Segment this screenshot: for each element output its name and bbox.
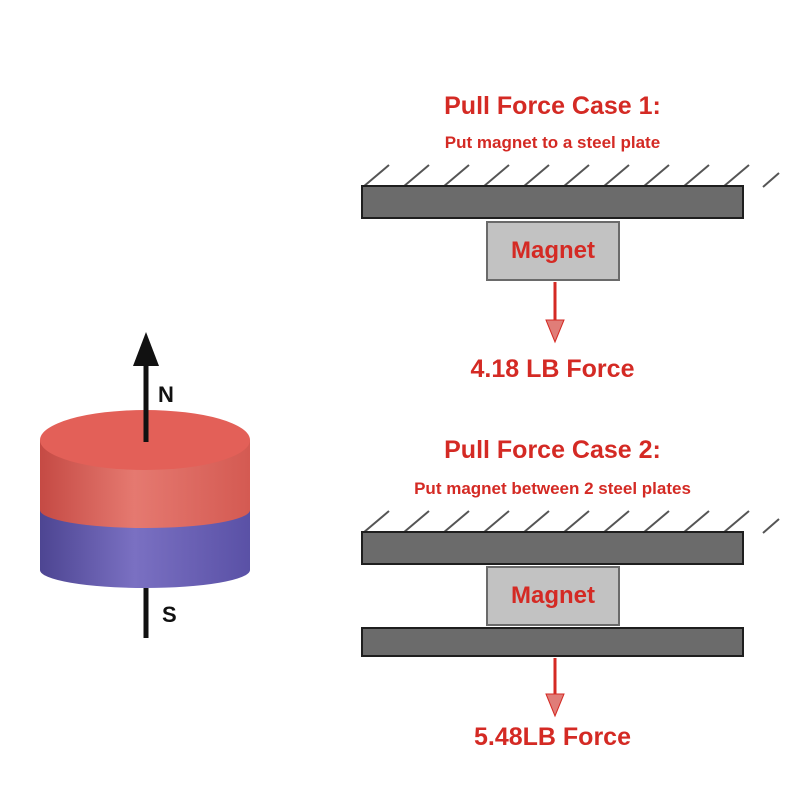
case2-title: Pull Force Case 2: bbox=[444, 436, 661, 464]
north-arrow-head bbox=[133, 332, 159, 366]
case2-magnet-box: Magnet bbox=[486, 566, 620, 626]
case2-force-label: 5.48LB Force bbox=[473, 723, 631, 751]
case1-subtitle: Put magnet to a steel plate bbox=[444, 133, 661, 152]
case2-magnet-label: Magnet bbox=[511, 582, 595, 609]
case1-title: Pull Force Case 1: bbox=[444, 92, 661, 120]
case1-hatching bbox=[362, 164, 780, 188]
north-label: N bbox=[158, 382, 174, 407]
case1-force-label: 4.18 LB Force bbox=[470, 355, 635, 383]
south-pole-body bbox=[40, 510, 250, 588]
case1-force-arrow bbox=[545, 282, 565, 344]
case1-magnet-label: Magnet bbox=[511, 237, 595, 264]
case2-hatching bbox=[362, 510, 780, 534]
case2-top-steel-plate bbox=[361, 531, 744, 565]
south-label: S bbox=[162, 602, 177, 627]
case1-magnet-box: Magnet bbox=[486, 221, 620, 281]
case2-force-arrow bbox=[545, 658, 565, 718]
case2-bottom-steel-plate bbox=[361, 627, 744, 657]
case1-steel-plate bbox=[361, 185, 744, 219]
case2-subtitle: Put magnet between 2 steel plates bbox=[414, 479, 691, 498]
